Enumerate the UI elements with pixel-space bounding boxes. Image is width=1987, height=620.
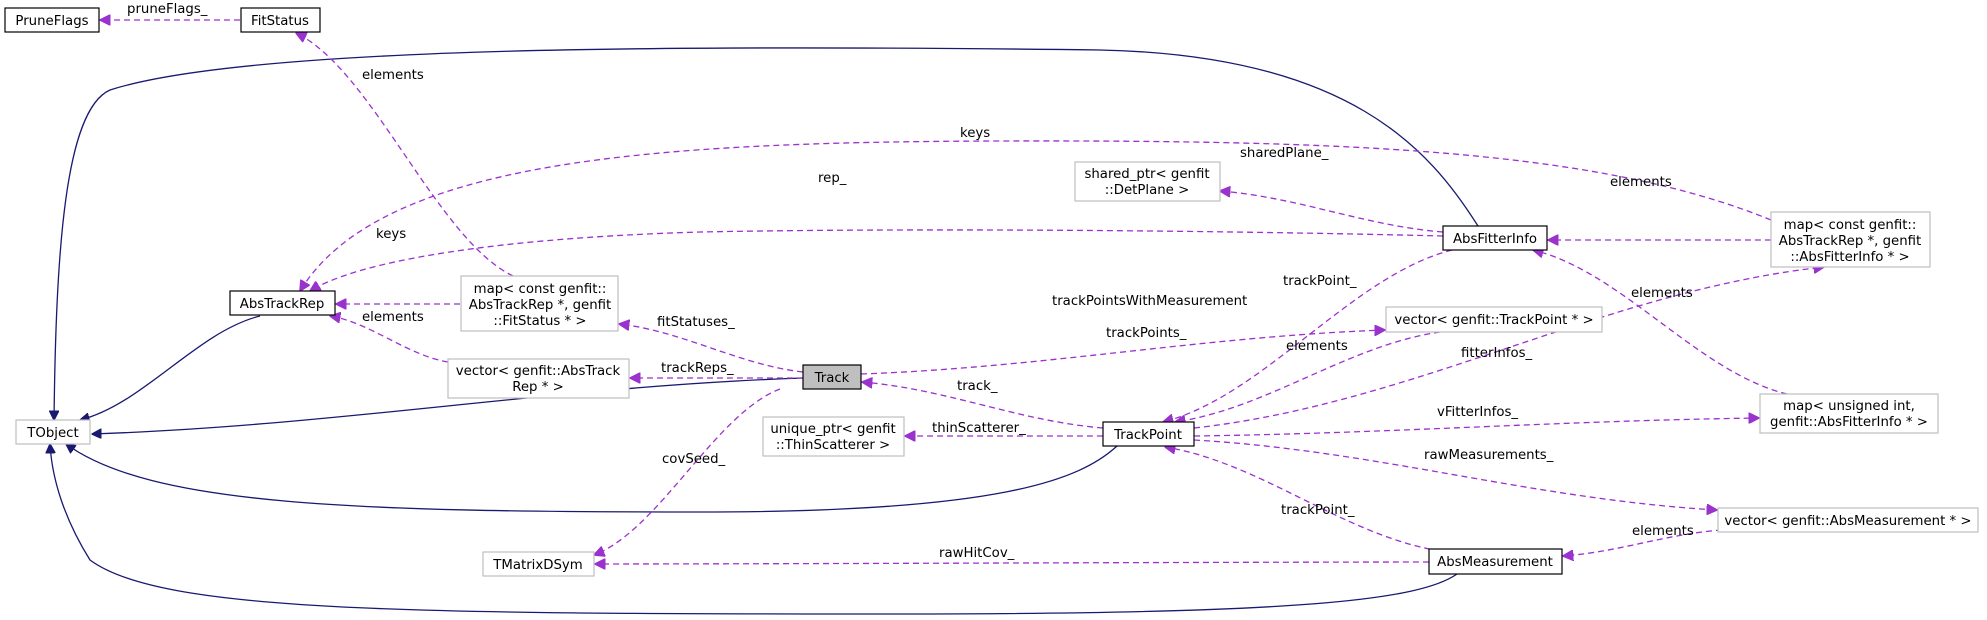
edge-fit-statuses <box>619 324 804 373</box>
label-elements-afi: elements <box>1610 175 1672 190</box>
node-shared-ptr-line2: ::DetPlane > <box>1105 183 1189 198</box>
edge-abstrackrep-tobject <box>80 315 261 420</box>
node-prune-flags-label: PruneFlags <box>15 14 88 29</box>
label-track: track_ <box>957 379 998 394</box>
label-elements-atr: elements <box>362 310 424 325</box>
node-abs-measurement-label: AbsMeasurement <box>1437 555 1553 570</box>
label-shared-plane: sharedPlane_ <box>1240 146 1329 161</box>
edge-raw-measurements <box>1193 439 1717 510</box>
node-unique-ptr-line2: ::ThinScatterer > <box>776 438 890 453</box>
node-shared-ptr-line1: shared_ptr< genfit <box>1084 167 1209 182</box>
label-trackpoint-am: trackPoint_ <box>1281 503 1355 518</box>
node-tmatrixdsym[interactable]: TMatrixDSym <box>482 551 595 577</box>
label-cov-seed: covSeed_ <box>662 452 726 467</box>
label-rep: rep_ <box>818 171 847 186</box>
inheritance-edges <box>50 47 1479 615</box>
node-tobject-label: TObject <box>26 426 78 441</box>
node-abs-track-rep[interactable]: AbsTrackRep <box>229 290 336 316</box>
edge-keys-top <box>300 140 1772 291</box>
node-map-fitstatus[interactable]: map< const genfit:: AbsTrackRep *, genfi… <box>460 275 619 332</box>
node-tmatrixdsym-label: TMatrixDSym <box>492 558 583 573</box>
node-map-fitstatus-line3: ::FitStatus * > <box>493 314 586 329</box>
edge-elements-am <box>1563 529 1723 556</box>
node-map-unsigned-line1: map< unsigned int, <box>1783 399 1915 414</box>
node-abs-fitter-info-label: AbsFitterInfo <box>1453 232 1537 247</box>
node-tobject[interactable]: TObject <box>15 419 91 445</box>
node-fit-status-label: FitStatus <box>251 14 309 29</box>
node-map-absfitterinfo-line1: map< const genfit:: <box>1784 218 1917 233</box>
node-abs-measurement[interactable]: AbsMeasurement <box>1428 548 1563 575</box>
node-unique-ptr-thinscatterer[interactable]: unique_ptr< genfit ::ThinScatterer > <box>762 416 905 457</box>
label-trackpoint-afi: trackPoint_ <box>1283 274 1357 289</box>
label-keys-mid: keys <box>376 227 406 242</box>
node-track[interactable]: Track <box>802 364 862 390</box>
label-track-points-with-measurement: trackPointsWithMeasurement <box>1052 294 1247 309</box>
label-raw-measurements: rawMeasurements_ <box>1424 448 1554 463</box>
node-track-point-label: TrackPoint <box>1113 428 1182 443</box>
node-map-fitstatus-line1: map< const genfit:: <box>474 282 607 297</box>
edge-fitstatus-elements <box>296 33 514 277</box>
node-abs-fitter-info[interactable]: AbsFitterInfo <box>1442 225 1548 251</box>
node-map-fitstatus-line2: AbsTrackRep *, genfit <box>469 298 612 313</box>
node-vector-absmeasurement-label: vector< genfit::AbsMeasurement * > <box>1724 514 1971 529</box>
label-elements-am: elements <box>1632 524 1694 539</box>
label-fitter-infos: fitterInfos_ <box>1461 346 1533 361</box>
node-vector-abstrackrep-line2: Rep * > <box>512 380 564 395</box>
nodes: TObject PruneFlags FitStatus AbsTrackRep… <box>4 7 1979 577</box>
edge-raw-hit-cov <box>595 562 1430 564</box>
node-vector-trackpoint-label: vector< genfit::TrackPoint * > <box>1394 313 1593 328</box>
edge-abstractinfo-tobject <box>54 47 1479 420</box>
node-map-absfitterinfo[interactable]: map< const genfit:: AbsTrackRep *, genfi… <box>1770 211 1931 268</box>
label-keys-top: keys <box>960 126 990 141</box>
edge-track <box>862 382 1104 429</box>
edge-labels: pruneFlags_ elements keys rep_ sharedPla… <box>127 2 1694 561</box>
edge-elements-vtp <box>1175 331 1441 422</box>
label-raw-hit-cov: rawHitCov_ <box>939 546 1015 561</box>
edge-rep <box>310 229 1444 291</box>
edge-v-fitter-infos <box>1193 418 1759 437</box>
label-elements-vtp: elements <box>1286 339 1348 354</box>
edge-elements-atr <box>330 316 449 363</box>
node-vector-absmeasurement[interactable]: vector< genfit::AbsMeasurement * > <box>1717 507 1979 533</box>
node-fit-status[interactable]: FitStatus <box>240 7 321 33</box>
label-prune-flags: pruneFlags_ <box>127 2 208 17</box>
label-thin-scatterer: thinScatterer_ <box>932 421 1026 436</box>
edge-shared-plane <box>1220 191 1444 233</box>
label-v-fitter-infos: vFitterInfos_ <box>1437 405 1518 420</box>
node-prune-flags[interactable]: PruneFlags <box>4 7 100 33</box>
edge-absmeasurement-tobject <box>50 444 1458 615</box>
node-vector-abstrackrep[interactable]: vector< genfit::AbsTrack Rep * > <box>447 358 630 399</box>
label-fit-statuses: fitStatuses_ <box>657 315 735 330</box>
edge-fitter-infos <box>1193 267 1824 429</box>
node-unique-ptr-line1: unique_ptr< genfit <box>770 422 895 437</box>
edge-track-points <box>860 330 1385 375</box>
edge-cov-seed <box>594 388 781 555</box>
node-vector-trackpoint[interactable]: vector< genfit::TrackPoint * > <box>1385 306 1603 333</box>
label-track-reps: trackReps_ <box>661 361 734 376</box>
node-map-unsigned-absfitterinfo[interactable]: map< unsigned int, genfit::AbsFitterInfo… <box>1759 393 1939 434</box>
node-map-unsigned-line2: genfit::AbsFitterInfo * > <box>1770 415 1928 430</box>
node-map-absfitterinfo-line3: ::AbsFitterInfo * > <box>1790 250 1909 265</box>
label-elements-map-unsigned: elements <box>1631 286 1693 301</box>
edge-trackpoint-afi <box>1163 249 1453 422</box>
node-vector-abstrackrep-line1: vector< genfit::AbsTrack <box>456 364 621 379</box>
usage-edges <box>100 20 1824 564</box>
node-abs-track-rep-label: AbsTrackRep <box>240 297 325 312</box>
node-track-label: Track <box>814 371 850 386</box>
node-track-point[interactable]: TrackPoint <box>1102 421 1195 447</box>
edge-track-tobject <box>92 377 804 434</box>
node-map-absfitterinfo-line2: AbsTrackRep *, genfit <box>1779 234 1922 249</box>
edge-trackpoint-tobject <box>66 444 1118 513</box>
edge-trackpoint-am <box>1165 447 1441 552</box>
label-fitstatus-elements: elements <box>362 68 424 83</box>
node-shared-ptr-detplane[interactable]: shared_ptr< genfit ::DetPlane > <box>1074 161 1221 202</box>
label-track-points: trackPoints_ <box>1106 326 1187 341</box>
